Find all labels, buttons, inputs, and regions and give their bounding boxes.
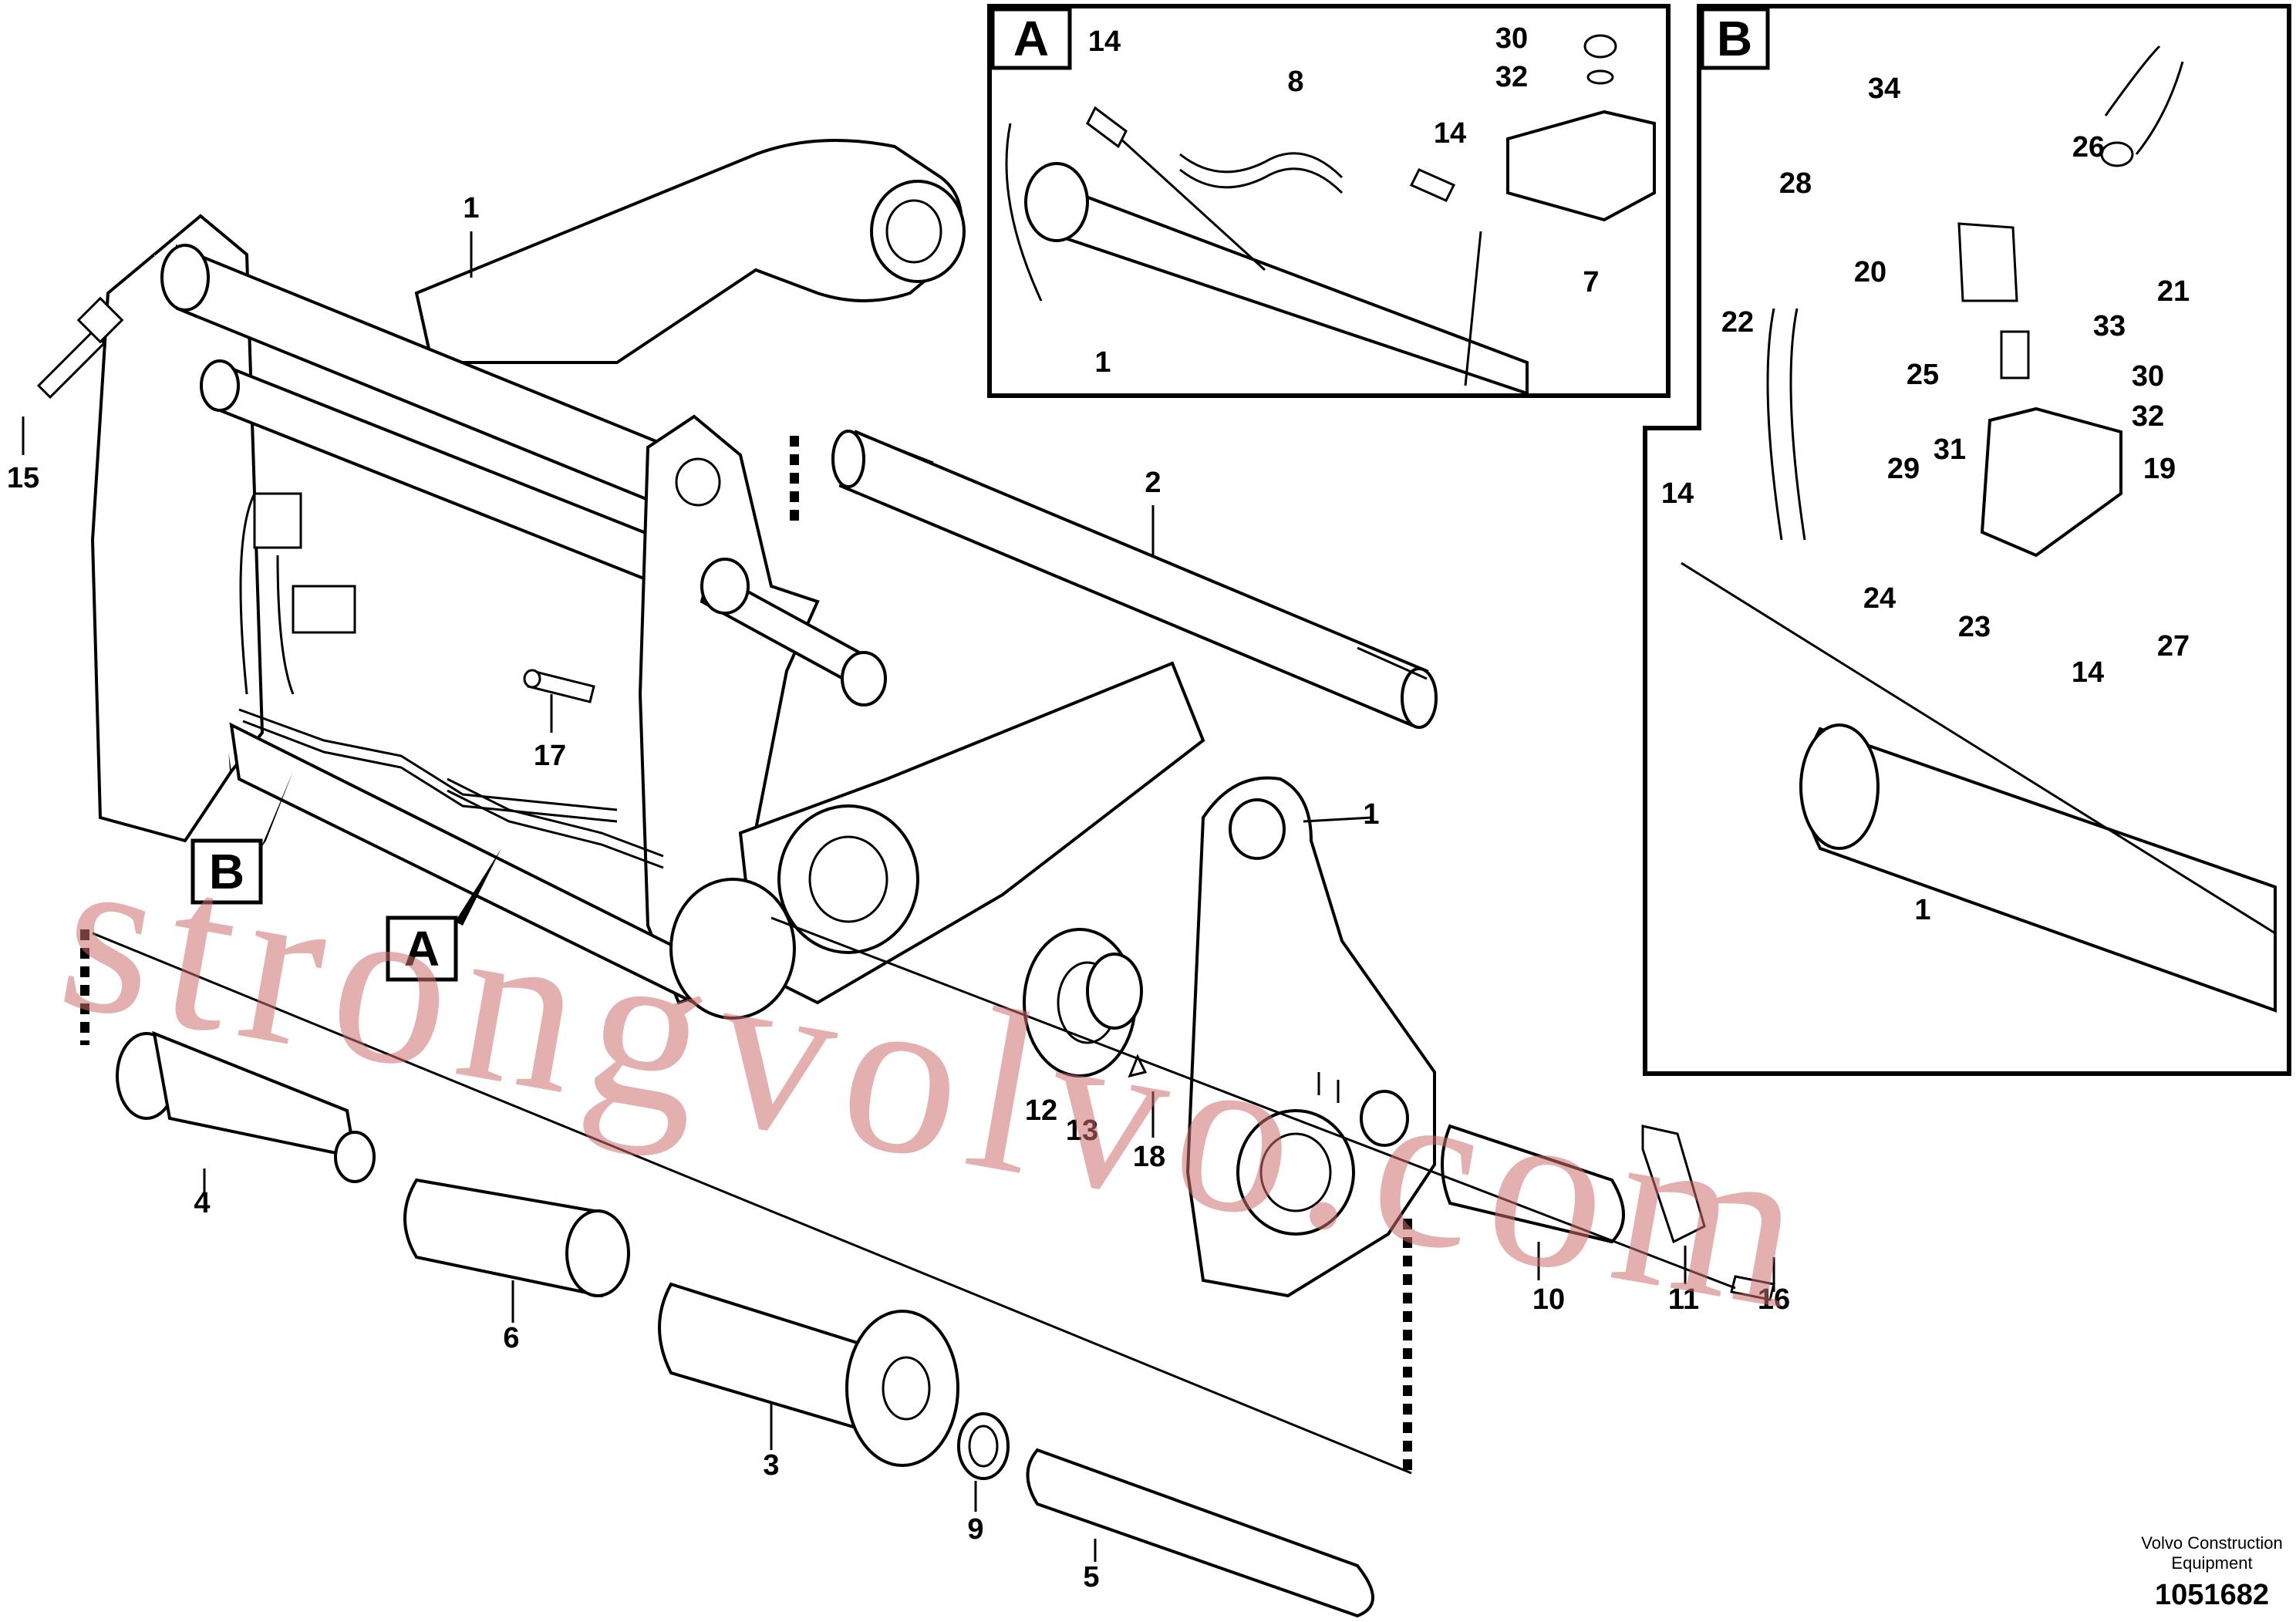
- part-label: 8: [1287, 66, 1303, 98]
- part-label: 26: [2072, 131, 2105, 164]
- part-label: 19: [2143, 453, 2176, 485]
- bushing-rings: [1023, 928, 1148, 1078]
- part-label: 5: [1083, 1561, 1099, 1593]
- part-label: 9: [967, 1513, 983, 1546]
- main-frame-assembly: [36, 139, 1205, 1020]
- part-label: 17: [534, 740, 566, 772]
- part-label: 3: [763, 1449, 779, 1482]
- publisher-line-2: Equipment: [2171, 1553, 2252, 1573]
- part-label: 15: [7, 462, 39, 494]
- part-label: 6: [503, 1322, 519, 1354]
- part-label: 20: [1854, 256, 1886, 288]
- inset-b: B: [1643, 4, 2291, 1076]
- part-label: 24: [1863, 582, 1896, 615]
- part-label: 31: [1934, 433, 1966, 466]
- part-label: 22: [1721, 306, 1754, 339]
- part-label: 2: [1145, 467, 1161, 499]
- part-label: 1: [463, 192, 479, 224]
- sleeve-part-10: [1441, 1124, 1625, 1244]
- part-label: 1: [1363, 798, 1379, 831]
- inset-b-label: B: [1717, 11, 1752, 66]
- part-label: 27: [2157, 630, 2190, 663]
- part-label: 30: [1495, 22, 1528, 55]
- callout-b: B: [190, 771, 293, 905]
- callout-a-label: A: [404, 921, 440, 976]
- part-label: 14: [2072, 656, 2104, 689]
- lock-plate-part-11: [1641, 1125, 1706, 1244]
- part-label: 21: [2157, 275, 2190, 308]
- part-label: 14: [1434, 117, 1466, 150]
- part-label: 10: [1532, 1283, 1565, 1316]
- part-label: 16: [1758, 1283, 1790, 1316]
- part-label: 32: [2132, 400, 2164, 433]
- part-label: 29: [1887, 453, 1920, 485]
- callout-a: A: [386, 848, 501, 982]
- part-label: 13: [1066, 1114, 1098, 1147]
- leader-lines: [22, 231, 1775, 1562]
- part-label: 33: [2093, 310, 2126, 342]
- inset-a-label: A: [1013, 11, 1049, 66]
- part-number-labels: 1 1 1 1 2 3 4 5 6 7 8 9 10 11 12 13 14 1…: [7, 22, 2190, 1593]
- part-label: 7: [1583, 266, 1599, 298]
- lower-pin-parts: [92, 932, 1412, 1618]
- link-plate-right: [1185, 776, 1436, 1298]
- part-label: 11: [1668, 1283, 1699, 1316]
- callout-b-label: B: [209, 844, 244, 899]
- part-label: 1: [1914, 894, 1930, 926]
- publisher-line-1: Volvo Construction: [2141, 1533, 2282, 1553]
- document-id: 1051682: [2155, 1579, 2269, 1611]
- part-label: 14: [1088, 25, 1121, 58]
- part-label: 30: [2132, 360, 2164, 393]
- part-label: 34: [1868, 73, 1900, 105]
- publisher-block: Volvo Construction Equipment 1051682: [2141, 1533, 2282, 1611]
- part-label: 32: [1495, 61, 1528, 93]
- part-label: 23: [1958, 611, 1991, 643]
- part-label: 12: [1025, 1094, 1057, 1127]
- inset-a: A: [987, 4, 1671, 398]
- part-label: 25: [1907, 359, 1939, 391]
- part-label: 14: [1661, 477, 1694, 510]
- part-label: 28: [1779, 167, 1812, 200]
- shaft-part-2: [831, 430, 1438, 729]
- part-label: 4: [194, 1187, 210, 1219]
- part-label: 1: [1094, 346, 1111, 379]
- part-label: 18: [1133, 1141, 1165, 1173]
